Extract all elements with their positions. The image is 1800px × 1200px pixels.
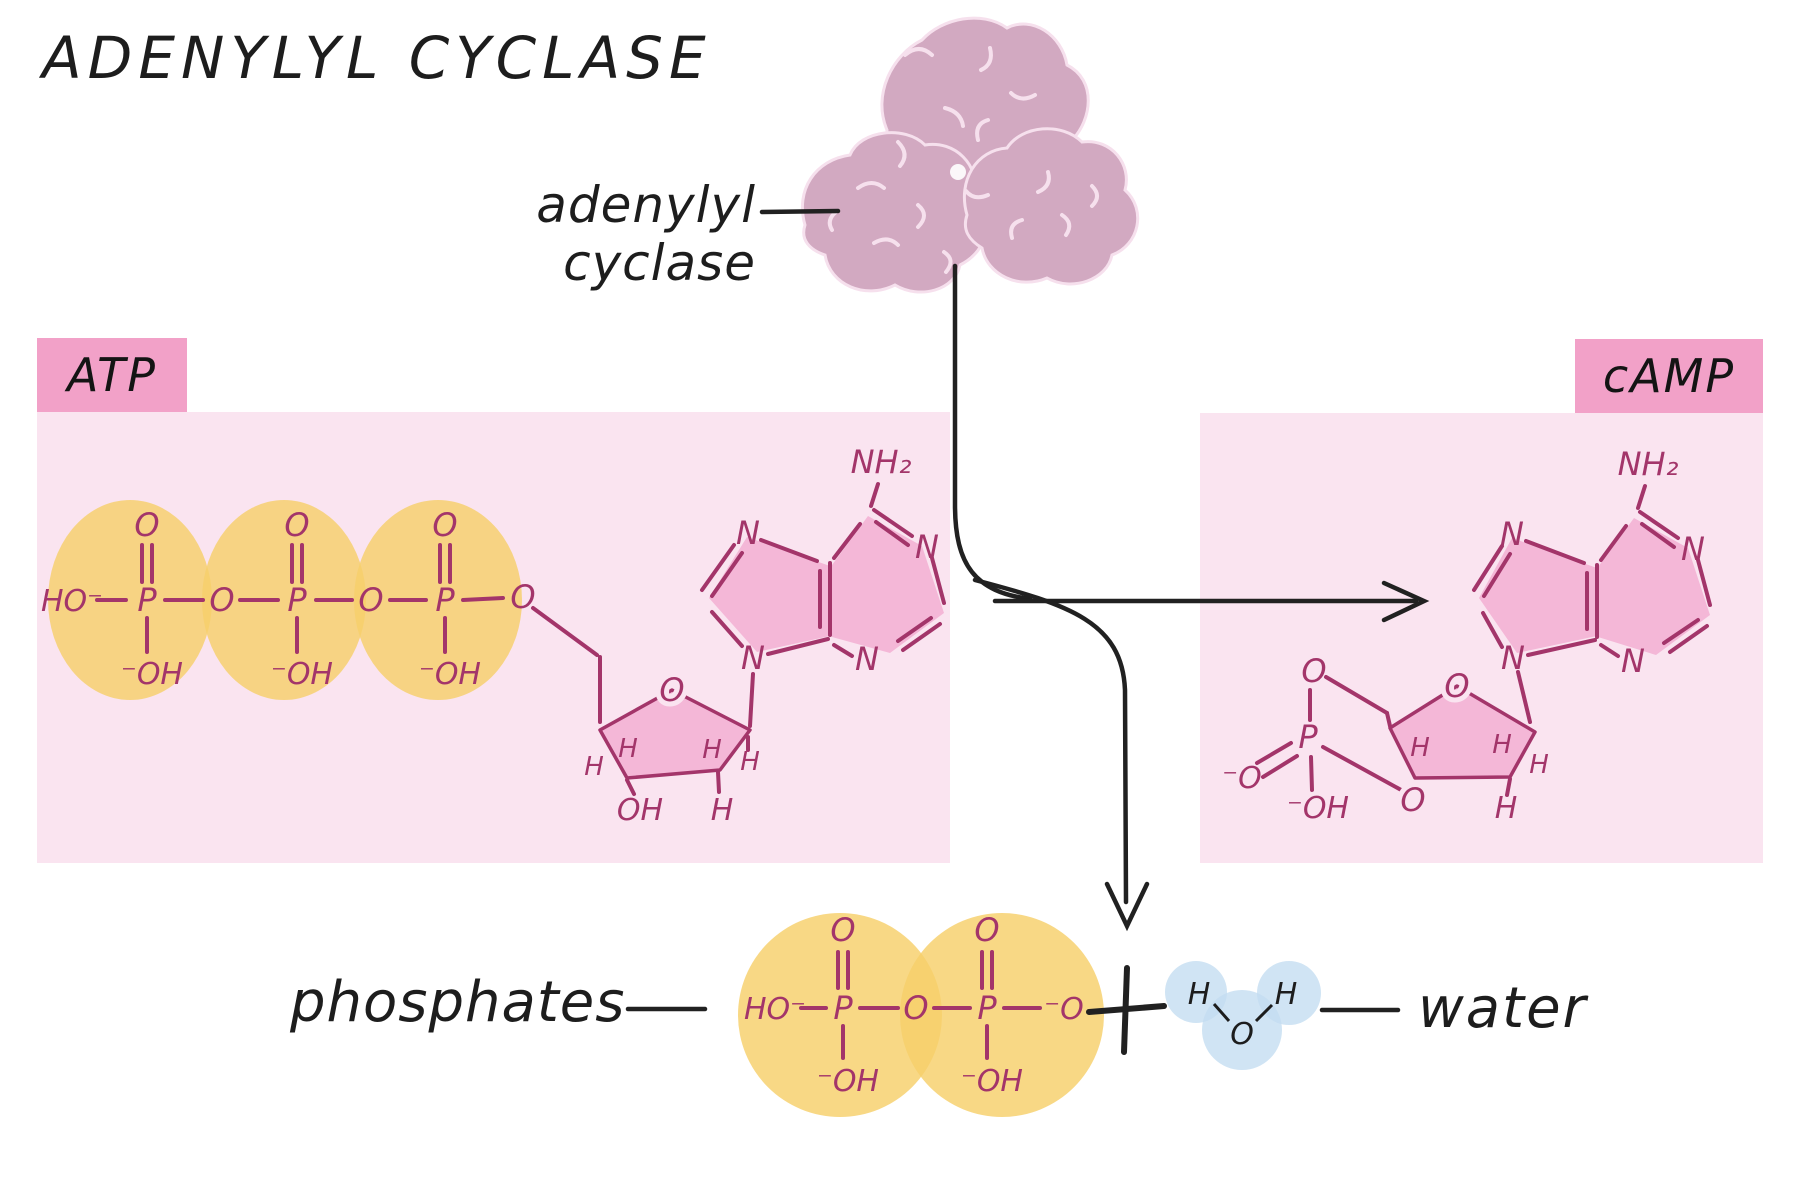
camp-molecule: P O ⁻O ⁻OH O O H H H H [1222,445,1712,826]
camp-ribose-h-bottom: H [1495,791,1518,826]
pyro-p1-oh: ⁻OH [817,1064,879,1099]
atp-p1: P [137,581,157,619]
atp-ribose-h-bottom: H [711,793,734,828]
atp-adenine: N N N N NH₂ [700,443,946,678]
pyro-bridge-o: O [903,989,928,1027]
camp-tab-label: cAMP [1602,349,1736,403]
pyro-p2-double-o: O [974,911,999,949]
atp-ribose-h2: H [702,735,722,765]
atp-p3: P [435,581,455,619]
enzyme-line [952,263,1033,602]
atp-n7: N [736,514,760,552]
pyro-p1-double-o: O [830,911,855,949]
atp-nh2: NH₂ [851,443,912,481]
camp-phosphate: P O ⁻O ⁻OH [1222,652,1405,826]
camp-n3: N [1621,642,1645,680]
camp-ribose-h1: H [1410,733,1430,763]
water-h-left: H [1188,977,1211,1012]
camp-adenine: N N N N NH₂ [1472,445,1712,680]
water-o: O [1230,1017,1254,1052]
camp-p: P [1298,718,1318,756]
pyro-ho: HO⁻ [744,992,806,1027]
atp-p1-oh: ⁻OH [121,657,183,692]
camp-tab: cAMP [1575,339,1763,413]
atp-p2-double-o: O [284,506,309,544]
atp-bridge-o1: O [209,581,234,619]
atp-n9: N [741,639,765,677]
atp-n1: N [915,528,939,566]
water-molecule: H O H [1165,961,1401,1070]
atp-p1-double-o: O [134,506,159,544]
water-o-circle [1202,990,1282,1070]
reaction-arrows [952,263,1430,932]
camp-phosphate-bonds [1255,675,1405,793]
atp-phosphate-bonds [95,543,602,724]
camp-adenine-bonds [1472,484,1712,658]
protein-texture-squiggles [827,46,1099,274]
camp-n1: N [1681,530,1705,568]
atp-ribose-o: O [659,671,684,709]
camp-ribose-h2: H [1492,730,1512,760]
arrowhead-down [1104,881,1150,932]
camp-ribose-o: O [1444,667,1469,705]
camp-o5: O [1301,652,1326,690]
atp-n3: N [855,640,879,678]
pyrophosphate: HO⁻ P O P ⁻O O O ⁻OH ⁻OH [625,911,1104,1117]
camp-n9: N [1501,639,1525,677]
atp-tab-label: ATP [67,348,157,402]
atp-bridge-o2: O [358,581,383,619]
atp-tab: ATP [37,338,187,412]
camp-ribose-h-right: H [1529,750,1549,780]
arrowhead-right [1381,580,1430,623]
arrow-down-byproducts [972,577,1129,905]
protein-center-gap [950,164,966,180]
plus-sign [1086,965,1167,1055]
atp-p3-double-o: O [432,506,457,544]
atp-ho-label: HO⁻ [41,584,103,619]
phosphates-label: phosphates [290,970,626,1035]
atp-ribose-h-left: H [584,752,604,782]
camp-minus-o: ⁻O [1222,761,1261,796]
phosphate-circle-2 [900,913,1104,1117]
water-h-right: H [1275,977,1298,1012]
pyro-p2: P [977,989,997,1027]
water-label: water [1418,976,1588,1041]
camp-minus-oh: ⁻OH [1287,791,1349,826]
phosphate-circle-1 [738,913,942,1117]
adenylyl-cyclase-protein [800,16,1140,294]
camp-nh2: NH₂ [1618,445,1679,483]
atp-ribose-h1: H [618,734,638,764]
pyro-p1: P [833,989,853,1027]
enzyme-label-connector [759,208,841,215]
camp-ribose: O O H H H H [1388,662,1549,826]
pyro-p2-oh: ⁻OH [961,1064,1023,1099]
pyro-minus-o: ⁻O [1044,992,1083,1027]
atp-ribose: O H H H H OH H [584,666,760,828]
atp-p2-oh: ⁻OH [271,657,333,692]
water-bond-left [1212,1003,1231,1022]
camp-o3: O [1400,781,1425,819]
camp-n7: N [1500,515,1524,553]
atp-adenine-bonds [700,482,946,658]
page-title: ADENYLYL CYCLASE [42,24,712,92]
enzyme-label: adenylyl cyclase [536,176,756,292]
atp-ester-o: O [510,578,535,616]
pyrophosphate-bonds [799,950,1042,1060]
atp-phosphate-circles [48,500,522,700]
atp-ribose-oh: OH [617,793,663,828]
atp-p3-oh: ⁻OH [419,657,481,692]
atp-ribose-h-right: H [740,747,760,777]
atp-molecule: HO⁻ P O P O P O O O O ⁻OH ⁻OH ⁻OH O H H [41,443,946,828]
water-bond-right [1254,1003,1274,1023]
atp-p2: P [287,581,307,619]
